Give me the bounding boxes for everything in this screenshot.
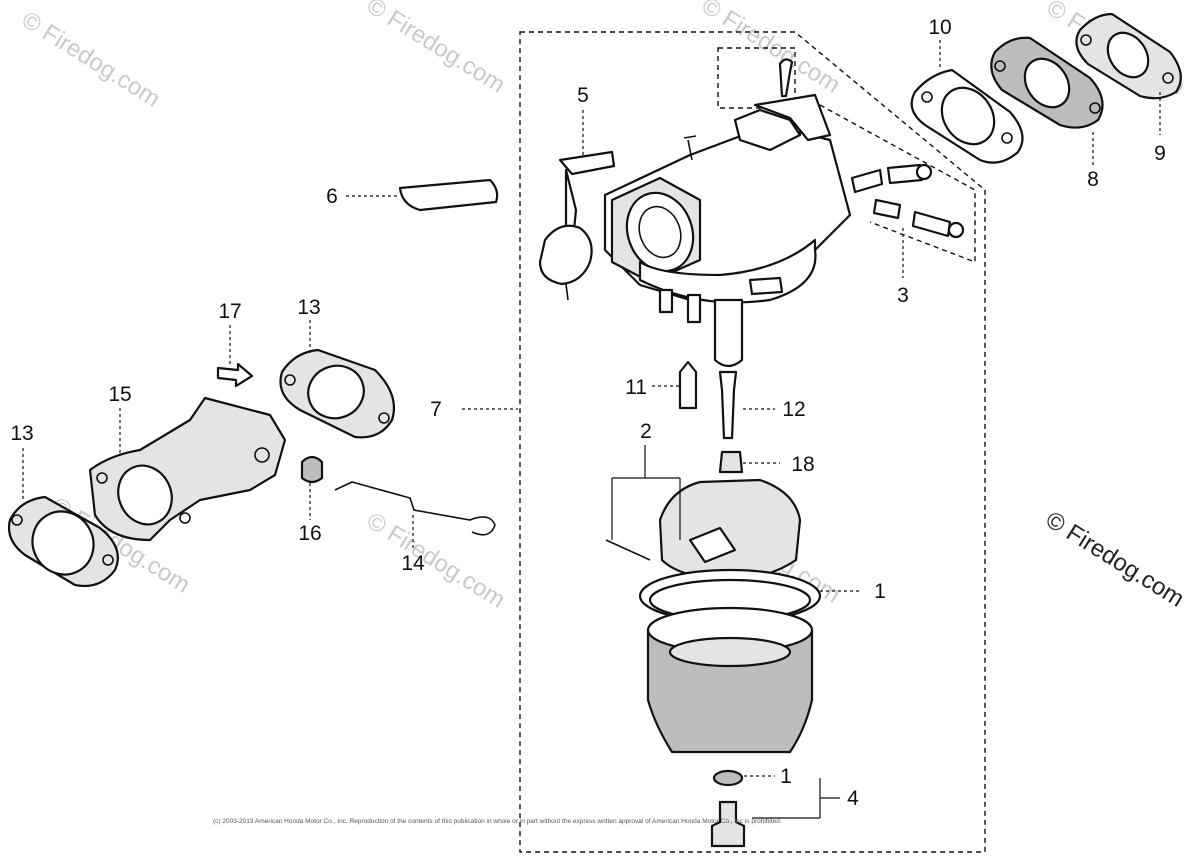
- callout-18: 18: [791, 453, 814, 476]
- callout-14: 14: [401, 552, 425, 575]
- float-valve-8: [678, 360, 698, 410]
- callout-15: 15: [108, 383, 131, 406]
- rod-14: [334, 481, 496, 536]
- collar-16: [300, 455, 324, 484]
- callout-1-chamber: 1: [874, 580, 886, 603]
- callout-7: 7: [430, 398, 442, 421]
- callout-8: 11: [625, 376, 647, 399]
- callout-6: 6: [326, 185, 338, 208]
- direction-arrow-17: [216, 362, 254, 388]
- callout-3: 3: [897, 284, 909, 307]
- callout-10: 8: [1087, 168, 1099, 191]
- gasket-11: [1075, 12, 1182, 100]
- callout-12: 10: [928, 16, 951, 39]
- washer-1: [712, 769, 744, 787]
- callout-5: 5: [577, 84, 589, 107]
- callout-11: 9: [1154, 142, 1166, 165]
- throttle-stop-screw: [778, 58, 794, 98]
- adjust-screw-upper: [850, 163, 933, 194]
- callout-13-left: 13: [10, 422, 33, 445]
- watermark-2: © Firedog.com: [362, 0, 510, 99]
- gasket-13-middle: [279, 348, 396, 439]
- callout-17: 17: [218, 300, 241, 323]
- callout-13-middle: 13: [297, 296, 320, 319]
- assembly-frame: [519, 31, 986, 853]
- drain-bolt: [710, 800, 746, 848]
- leader-lines: [22, 40, 1161, 819]
- watermark-3: © Firedog.com: [697, 0, 845, 99]
- callout-4: 4: [847, 787, 859, 810]
- gasket-10: [990, 36, 1104, 129]
- callout-1-washer: 1: [780, 765, 792, 788]
- copyright-notice: (c) 2003-2013 American Honda Motor Co., …: [213, 818, 782, 825]
- callout-16: 16: [298, 522, 321, 545]
- float-chamber: [605, 478, 822, 754]
- slow-jet-9: [718, 370, 738, 440]
- carburetor-body: [603, 93, 852, 368]
- float-5: [538, 150, 616, 301]
- callout-9: 12: [782, 398, 805, 421]
- callout-2: 2: [640, 420, 652, 443]
- watermark-right: © Firedog.com: [1041, 506, 1189, 612]
- float-pin-6: [398, 178, 499, 212]
- watermark-1: © Firedog.com: [17, 6, 165, 112]
- main-jet-18: [718, 450, 744, 474]
- watermark-5: © Firedog.com: [362, 507, 510, 613]
- callouts: 10 8 9 3 5 6 7 11 12 2 18 1 1 4 17 13 15…: [10, 16, 1166, 810]
- insulator-15: [88, 396, 287, 542]
- gasket-12: [910, 68, 1024, 164]
- adjust-screw-lower: [872, 198, 965, 239]
- gasket-13-left: [7, 495, 119, 588]
